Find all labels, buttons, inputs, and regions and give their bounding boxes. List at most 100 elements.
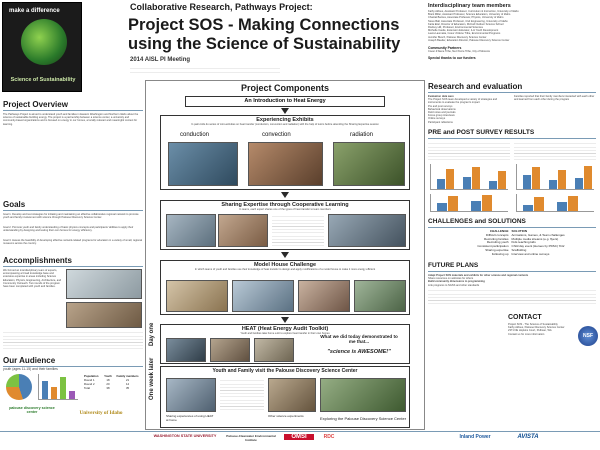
audience-col-population: Population	[84, 374, 99, 378]
components-heading: Project Components	[240, 83, 329, 93]
goals-heading: Goals	[3, 200, 26, 209]
list-item: Behavioral observations	[428, 107, 456, 111]
future-heading: FUTURE PLANS	[428, 262, 479, 269]
model-house-heading: Model House Challenge	[253, 262, 317, 268]
accomplishments-rule	[3, 266, 143, 267]
intro-heat-energy-box: An Introduction to Heat Energy	[185, 96, 385, 107]
accomplishments-text-more	[3, 330, 143, 352]
sharing-photo-2	[218, 214, 268, 247]
page-subtitle: 2014 AISL PI Meeting	[130, 57, 191, 63]
audience-col-family: Family members	[116, 374, 139, 378]
research-rule	[428, 92, 596, 93]
contact-list: Project SOS - The Science of Sustainabil…	[508, 323, 580, 336]
accomplishments-photo-1	[66, 269, 142, 299]
sharing-box: Sharing Expertise through Cooperative Le…	[160, 200, 410, 250]
team-member: Chantal Barnes, Associate Professor, Phy…	[428, 16, 504, 20]
model-house-photo-4	[354, 280, 406, 312]
contact-line: 2371 NE Hopkins Court, Pullman, WA	[508, 329, 552, 333]
model-house-photo-1	[166, 280, 228, 312]
team-member: Rodney Hill, Professor, Environmental Sc…	[428, 26, 483, 30]
contact-line: Kathy Aldous, Palouse Discovery Science …	[508, 326, 565, 330]
team-member: Brant Miller, Assistant Professor, Scien…	[428, 13, 511, 17]
project-logo: make a difference Science of Sustainabil…	[2, 2, 82, 92]
research-heading: Research and evaluation	[428, 82, 523, 91]
convection-label: convection	[262, 132, 291, 138]
logo-top-text: make a difference	[9, 8, 60, 14]
audience-col-youth: Youth	[104, 374, 112, 378]
visit-quotes	[220, 378, 264, 412]
exhibits-sub: In pairs kids do series of mini-activiti…	[191, 123, 379, 126]
challenges-col-challenge: CHALLENGE	[489, 229, 509, 233]
visit-photo-1	[166, 378, 216, 412]
audience-subtitle: youth (ages 11-15) and their families	[3, 367, 58, 371]
model-house-box: Model House Challenge In which teams of …	[160, 260, 410, 315]
prepost-chart-3	[430, 194, 508, 212]
quote-label: What we did today demonstrated to me tha…	[320, 334, 398, 344]
palouse-clearwater-logo: Palouse-Clearwater Environmental Institu…	[226, 434, 276, 442]
visit-photo-3	[320, 378, 406, 412]
future-rule	[428, 271, 596, 272]
prepost-text-left	[428, 141, 510, 161]
team-member: Steve Ball, Associate Professor, Civil E…	[428, 19, 508, 23]
omsi-logo: OMSI	[284, 434, 314, 440]
overview-rule	[3, 110, 143, 111]
caption-center: Other science experiments	[268, 414, 304, 418]
team-member: Laura Laumatia, Coeur d'Alene Tribe, Env…	[428, 32, 501, 36]
model-house-sub: In which teams of youth and families use…	[194, 268, 376, 271]
goal-1: Goal 1. Develop and test strategies for …	[3, 213, 139, 220]
future-list: Adapt Project SOS materials and exhibits…	[428, 274, 596, 287]
community-partners-label: Community Partners	[428, 46, 462, 50]
prepost-text-right	[514, 141, 596, 161]
visit-photo-2	[268, 378, 316, 412]
overview-heading: Project Overview	[3, 100, 68, 109]
prepost-heading: PRE and POST SURVEY RESULTS	[428, 129, 535, 136]
conduction-label: conduction	[180, 132, 210, 138]
heat-sub: Youth and families take home a kit to ex…	[240, 332, 330, 335]
prepost-chart-4	[516, 194, 594, 212]
team-member: Kathy Aldous, Assistant Professor, Curri…	[428, 10, 519, 13]
team-member: Joseph Bauder, Education Director, Palou…	[428, 38, 510, 42]
radiation-label: radiation	[350, 132, 374, 138]
team-member: Karla Eitel, Director of Education, McCa…	[428, 22, 504, 26]
future-text-more	[428, 288, 596, 306]
list-item: Pre and post surveys	[428, 104, 453, 108]
list-item: Share resources on websites for others	[428, 277, 474, 281]
list-item: Adapt Project SOS materials and exhibits…	[428, 274, 529, 277]
arrow-down-icon	[281, 108, 289, 114]
logo-circle-graphic	[21, 19, 67, 65]
list-item: Focus group interviews	[428, 114, 455, 118]
goal-3: Goal 3. Assess the feasibility of develo…	[3, 239, 143, 246]
challenges-heading: CHALLENGES and SOLUTIONS	[428, 218, 526, 225]
research-sub: Evaluation data were	[428, 95, 454, 98]
sharing-heading: Sharing Expertise through Cooperative Le…	[221, 202, 349, 208]
list-item: The Project SOS team developed a variety…	[428, 98, 498, 105]
audience-pie-chart	[6, 374, 32, 400]
prepost-chart-2	[516, 164, 594, 190]
heat-kit-photo-1	[166, 338, 206, 362]
arrow-down-icon	[281, 317, 289, 323]
team-list: Kathy Aldous, Assistant Professor, Curri…	[428, 10, 596, 42]
sharing-quotes	[272, 214, 324, 247]
page-title-line2: using the Science of Sustainability	[128, 35, 401, 53]
convection-photo	[248, 142, 323, 186]
list-item: Field notes and journals	[428, 111, 456, 115]
audience-bar-chart	[38, 374, 78, 400]
caption-right: Exploring the Palouse Discovery Science …	[320, 416, 407, 421]
challenges-col-solution: SOLUTION	[511, 229, 528, 233]
sharing-photo-3	[328, 214, 406, 247]
challenges-rule	[428, 227, 596, 228]
page-title-line1: Project SOS - Making Connections	[128, 16, 400, 34]
conduction-photo	[168, 142, 238, 186]
nsf-logo: NSF	[578, 326, 598, 346]
team-heading: Interdisciplinary team members	[428, 3, 511, 9]
header-fine-print	[130, 66, 280, 73]
contact-line: Project SOS - The Science of Sustainabil…	[508, 323, 558, 326]
logo-bar	[0, 431, 600, 450]
goals-rule	[3, 210, 143, 211]
heat-box: HEAT (Heat Energy Audit Toolkit) Youth a…	[160, 324, 410, 364]
